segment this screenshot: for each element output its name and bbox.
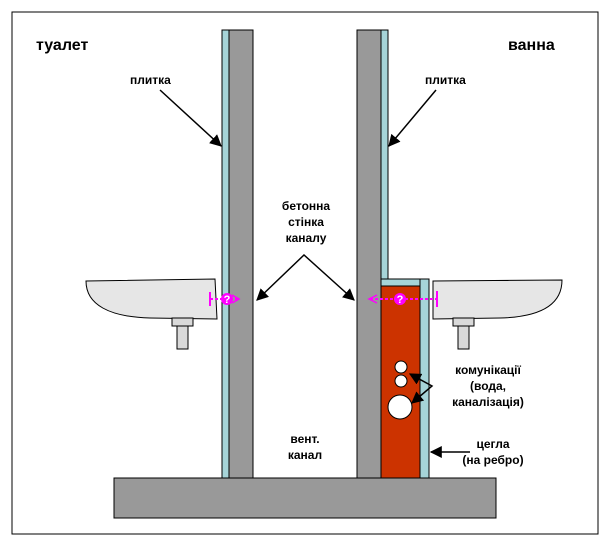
label-toilet: туалет xyxy=(36,37,88,54)
left-sink-drain xyxy=(176,325,189,350)
arrow-concrete-wall xyxy=(256,253,355,301)
pipe-large xyxy=(387,394,413,420)
right-sink-drain-top xyxy=(452,317,475,327)
left-concrete-wall xyxy=(228,29,254,479)
right-concrete-wall xyxy=(356,29,382,479)
right-gap-measure xyxy=(367,291,438,307)
label-brick-2: (на ребро) xyxy=(462,453,523,467)
diagram-frame xyxy=(11,11,599,535)
right-wall-tile-upper xyxy=(380,29,389,280)
right-question-mark-badge xyxy=(394,293,406,305)
label-utilities-2: (вода, xyxy=(470,379,506,393)
label-concrete-wall-2: стінка xyxy=(288,215,324,229)
label-concrete-wall-3: каналу xyxy=(286,231,327,245)
label-tile-left: плитка xyxy=(130,73,171,87)
arrow-tile-right xyxy=(388,89,437,147)
label-vent-channel-2: канал xyxy=(288,448,322,462)
left-wall-tile xyxy=(221,29,230,479)
label-brick-1: цегла xyxy=(476,437,509,451)
left-question-mark: ? xyxy=(224,294,231,306)
label-concrete-wall-1: бетонна xyxy=(282,199,330,213)
label-utilities-3: каналізація) xyxy=(452,395,524,409)
right-question-mark: ? xyxy=(397,294,404,306)
pipe-small-top xyxy=(394,360,408,374)
arrow-tile-left xyxy=(159,89,222,147)
left-gap-measure xyxy=(209,292,241,306)
label-tile-right: плитка xyxy=(425,73,466,87)
label-utilities-1: комунікації xyxy=(455,363,521,377)
brick-tile-side xyxy=(419,278,430,479)
floor-slab xyxy=(113,477,497,519)
left-sink-drain-top xyxy=(171,317,194,327)
label-vent-channel-1: вент. xyxy=(290,432,319,446)
pipe-small-bottom xyxy=(394,374,408,388)
left-question-mark-badge xyxy=(221,293,233,305)
label-bath: ванна xyxy=(508,37,555,54)
right-sink xyxy=(432,279,563,320)
right-sink-drain xyxy=(457,325,470,350)
arrow-utilities xyxy=(408,373,434,404)
